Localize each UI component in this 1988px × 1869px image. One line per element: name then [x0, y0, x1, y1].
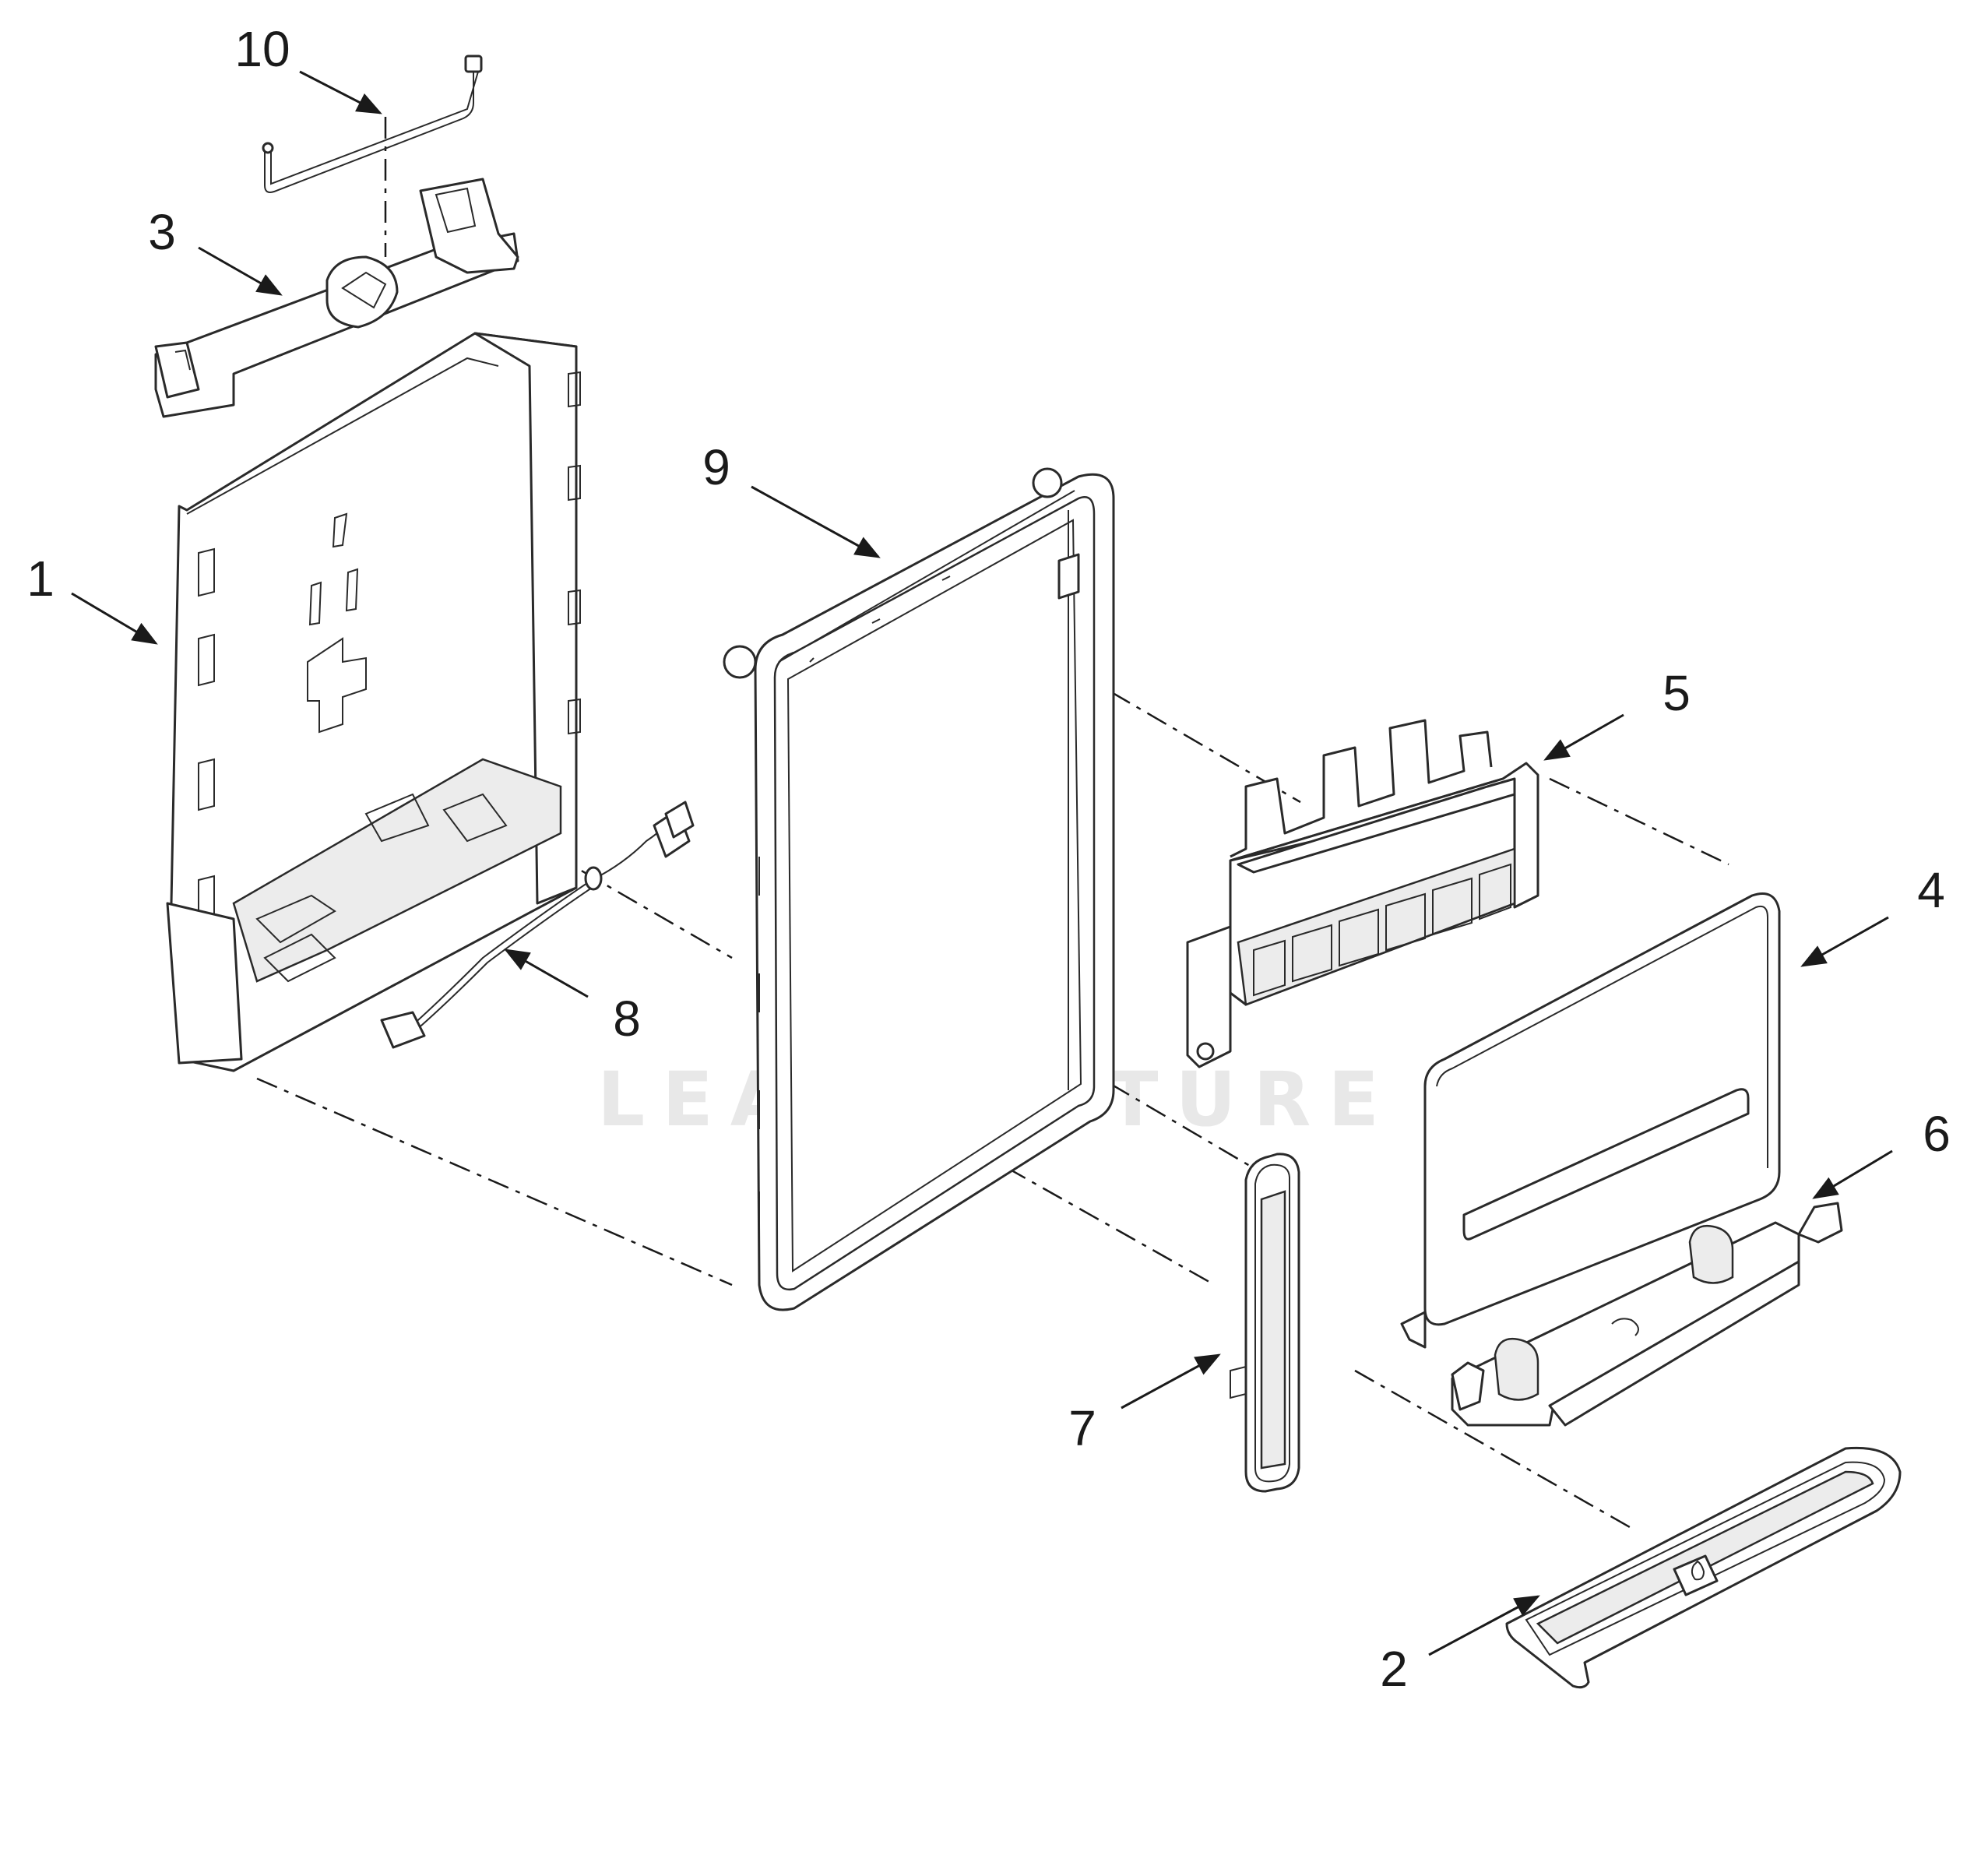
- callout-5: 5: [1663, 665, 1691, 721]
- control-board-icon: [1186, 719, 1539, 1068]
- callout-4: 4: [1917, 862, 1945, 918]
- callout-9: 9: [702, 439, 730, 495]
- callout-3: 3: [148, 204, 176, 260]
- callout-7: 7: [1068, 1400, 1096, 1456]
- front-panel-icon: [1400, 892, 1781, 1349]
- callout-8: 8: [613, 991, 641, 1047]
- wire-harness-icon: [380, 801, 695, 1049]
- bracket-icon: [154, 178, 519, 418]
- callout-10: 10: [234, 21, 290, 77]
- drip-tray-icon: [1505, 1446, 1902, 1689]
- water-tube-icon: [262, 55, 483, 193]
- housing-icon: [166, 332, 581, 1072]
- callout-6: 6: [1923, 1106, 1951, 1162]
- callout-labels: 1 2 3 4 5 6 7 8 9 10: [26, 21, 1951, 1697]
- callout-2: 2: [1380, 1641, 1408, 1697]
- paddle-base-icon: [1451, 1202, 1843, 1427]
- callout-1: 1: [26, 551, 55, 607]
- callout-arrows: [71, 70, 1893, 1656]
- paddle-icon: [1230, 1153, 1300, 1493]
- frame-icon: [723, 467, 1115, 1311]
